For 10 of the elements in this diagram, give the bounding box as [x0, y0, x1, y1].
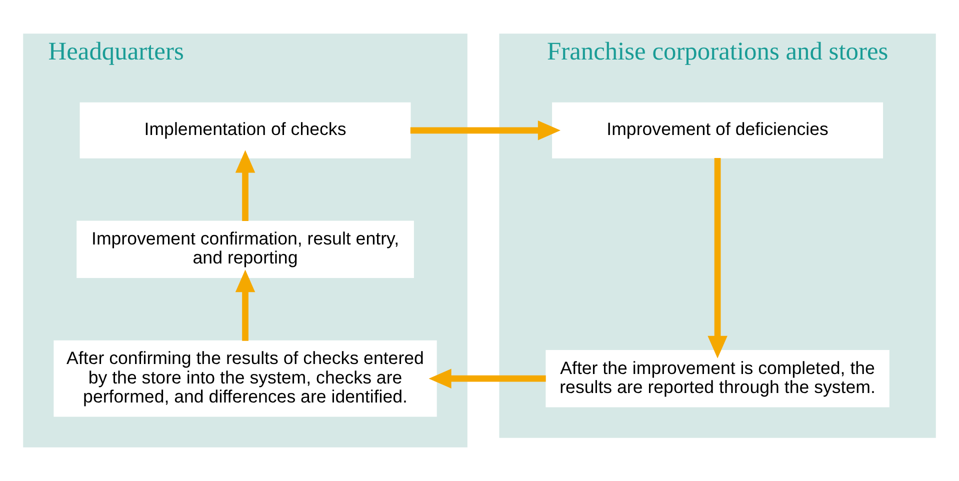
node-box: Implementation of checks: [80, 102, 411, 158]
arrow: [235, 150, 256, 221]
node-box: Improvement of deficiencies: [552, 102, 884, 158]
arrow: [428, 368, 546, 388]
node-box: After the improvement is completed, the results are reported through the system.: [546, 350, 890, 408]
node-box: After confirming the results of checks entered by the store into the system, checks are performed, and differences are identified.: [54, 340, 437, 417]
node-box: Improvement confirmation, result entry, and reporting: [76, 220, 414, 278]
arrow: [708, 158, 728, 358]
arrow: [410, 120, 560, 140]
arrow: [235, 270, 256, 341]
